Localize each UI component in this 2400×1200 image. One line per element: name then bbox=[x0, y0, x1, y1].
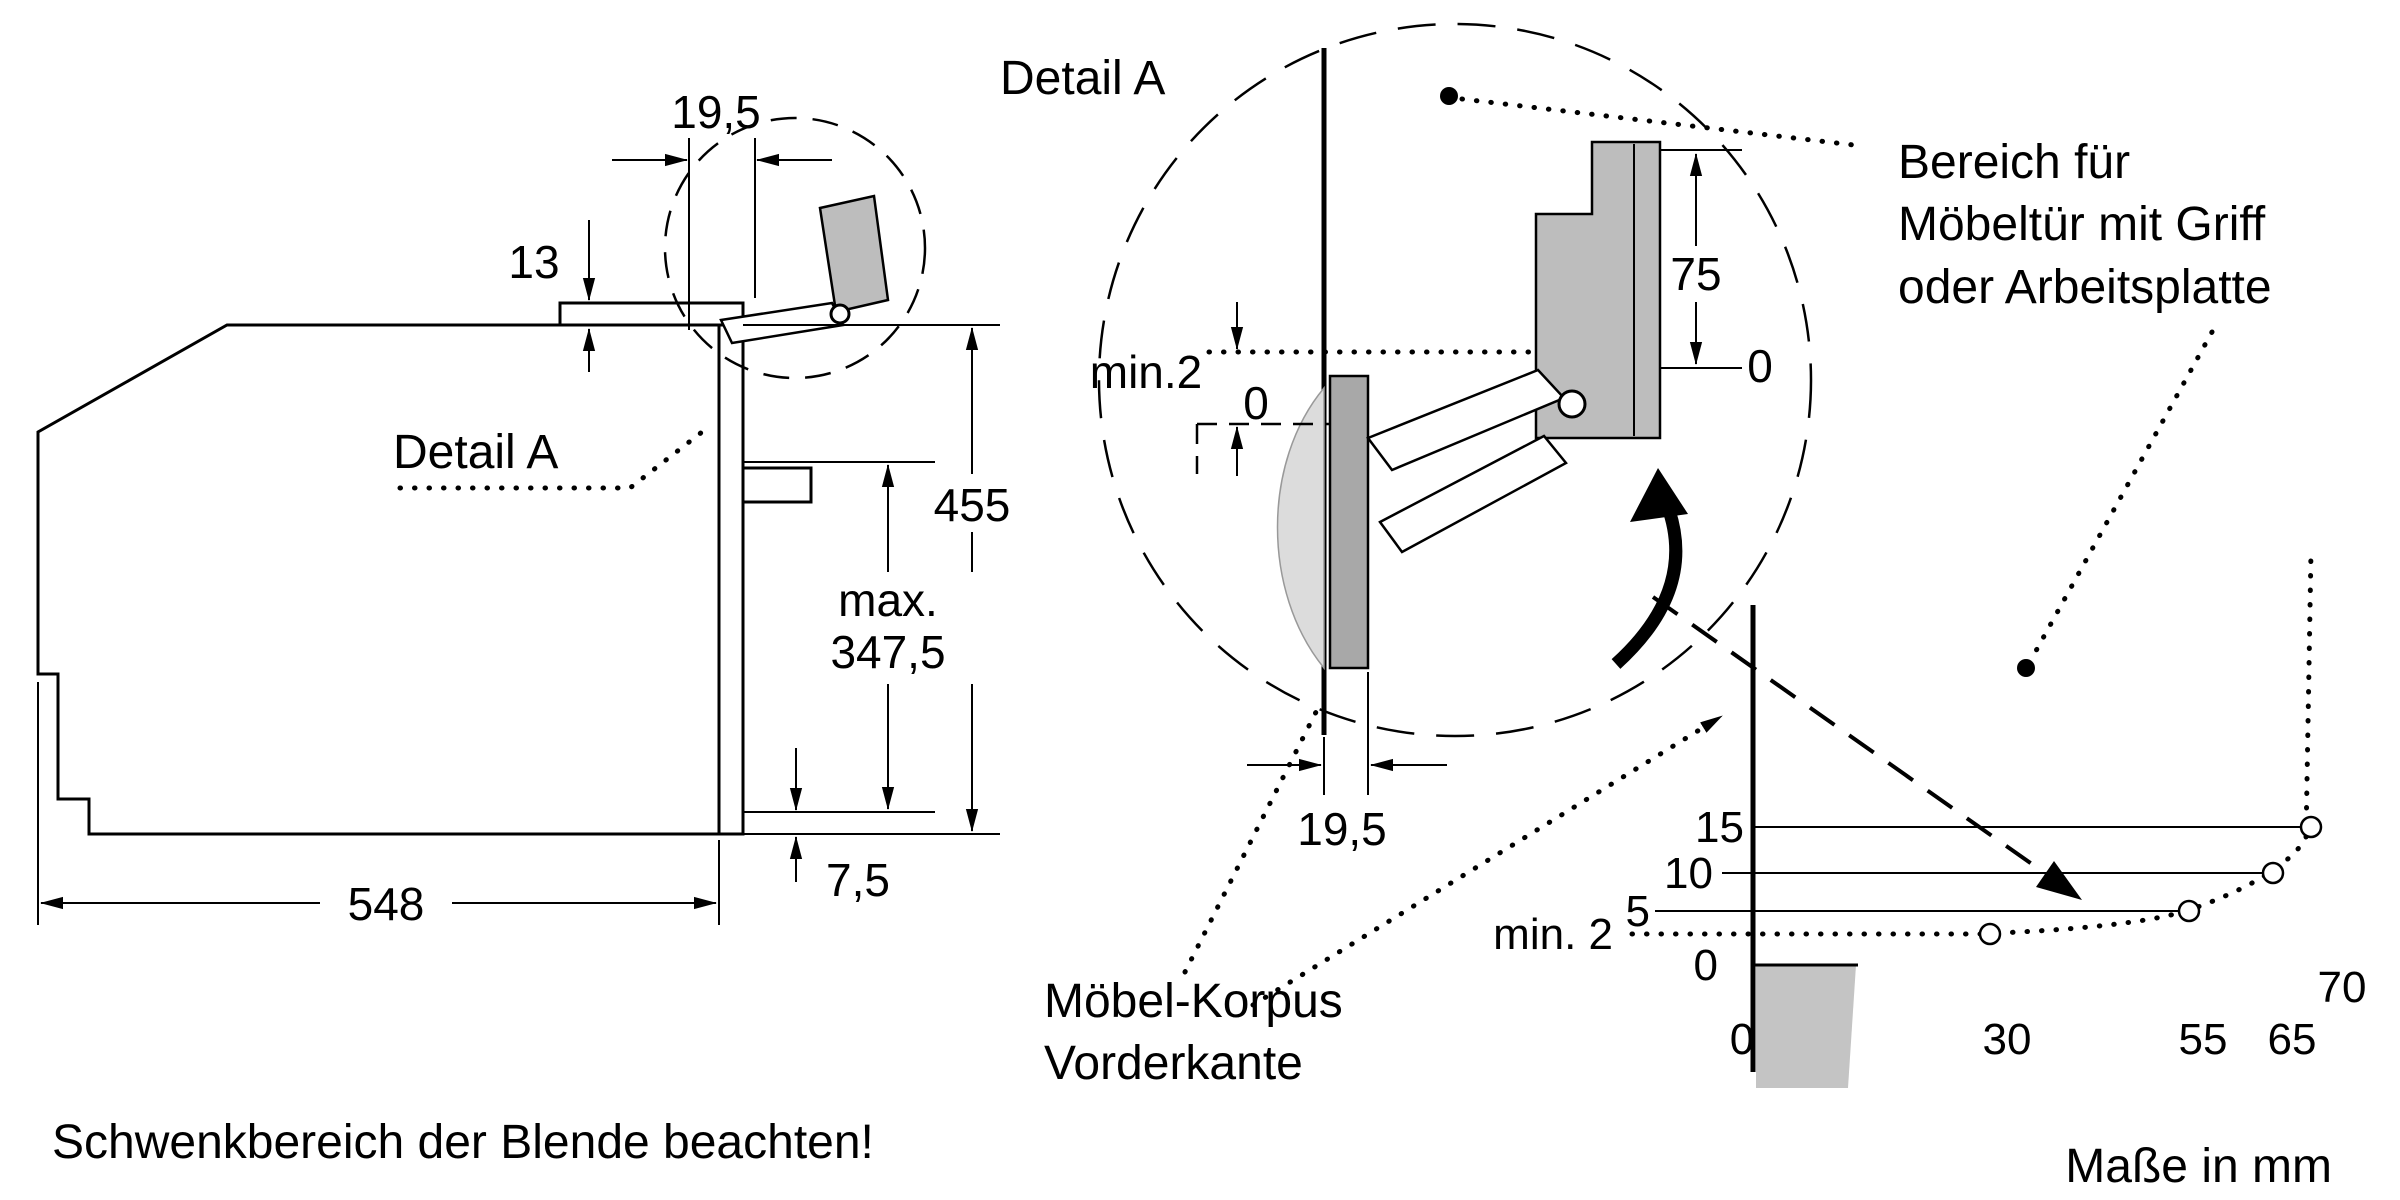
dim-7-5-label: 7,5 bbox=[826, 854, 890, 906]
units-note: Maße in mm bbox=[2065, 1140, 2332, 1193]
dim-75: 75 0 bbox=[1660, 149, 1773, 392]
fascia-closed-panel bbox=[1328, 374, 1370, 670]
detail-a-title: Detail A bbox=[1000, 52, 1165, 105]
hinge-pivot-large bbox=[1557, 389, 1587, 419]
dim-min2-label: min.2 bbox=[1090, 346, 1202, 398]
chart-y-label-15: 15 bbox=[1695, 803, 1744, 852]
label-backing bbox=[1662, 246, 1730, 302]
dim-548: 548 bbox=[37, 682, 720, 932]
dim-7-5: 7,5 bbox=[789, 748, 890, 906]
warning-note: Schwenkbereich der Blende beachten! bbox=[52, 1116, 874, 1169]
detail-a-circle-small bbox=[663, 116, 927, 380]
dim-13: 13 bbox=[508, 220, 596, 372]
detail-a-view: Detail A min.2 0 bbox=[1000, 22, 2082, 900]
dim-19-5-detail-label: 19,5 bbox=[1297, 803, 1387, 855]
dim-455-label: 455 bbox=[934, 479, 1011, 531]
detail-a-ref-label: Detail A bbox=[393, 426, 558, 479]
chart-x-label-55: 55 bbox=[2179, 1015, 2228, 1064]
area-note-line3: oder Arbeitsplatte bbox=[1898, 261, 2272, 314]
fascia-open-panel bbox=[1534, 140, 1662, 440]
dim-min2: min.2 0 bbox=[1090, 302, 1537, 476]
dim-19-5-top: 19,5 bbox=[612, 86, 832, 330]
chart-x-label-65: 65 bbox=[2268, 1015, 2317, 1064]
label-backing bbox=[320, 874, 452, 932]
limit-curve-dotted bbox=[1995, 548, 2314, 936]
callouts: Bereich für Möbeltür mit Griff oder Arbe… bbox=[1044, 87, 2272, 1090]
dim-19-5-detail: 19,5 bbox=[1247, 672, 1447, 855]
label-backing bbox=[800, 572, 978, 684]
dim-548-label: 548 bbox=[348, 878, 425, 930]
curve-point-55 bbox=[2177, 899, 2201, 923]
hinge-arm-lower bbox=[1378, 434, 1568, 554]
zero-front-label: 0 bbox=[1243, 377, 1269, 429]
control-fascia-lip bbox=[558, 301, 745, 327]
swing-arrow bbox=[1611, 499, 1683, 669]
dim-19-5-top-label: 19,5 bbox=[671, 86, 761, 138]
leader-dot bbox=[1440, 87, 1458, 105]
furniture-board bbox=[1756, 965, 1856, 1088]
swung-fascia-small bbox=[818, 194, 890, 314]
dim-347-5: max. 347,5 bbox=[743, 461, 978, 813]
label-backing bbox=[922, 474, 1022, 532]
oven-body-outline bbox=[36, 323, 721, 836]
korpus-leader-right bbox=[1250, 713, 1725, 1008]
curve-point-65 bbox=[2261, 861, 2285, 885]
dim-13-label: 13 bbox=[508, 236, 559, 288]
oven-side-view: 19,5 13 Detail A 455 max. 347,5 bbox=[36, 86, 1022, 932]
dim-75-label: 75 bbox=[1670, 248, 1721, 300]
chart-x-label-30: 30 bbox=[1983, 1015, 2032, 1064]
hinge-bracket bbox=[741, 466, 813, 504]
area-note-line1: Bereich für bbox=[1898, 136, 2130, 189]
korpus-leader-left bbox=[1182, 709, 1319, 975]
area-leader-bottom bbox=[2029, 329, 2215, 661]
korpus-note-line1: Möbel-Korpus bbox=[1044, 975, 1343, 1028]
detail-a-ref-leader bbox=[397, 429, 705, 491]
dim-max-label: max. bbox=[838, 574, 938, 626]
fascia-swing-area bbox=[1276, 385, 1325, 671]
chart-y-label-0: 0 bbox=[1694, 941, 1718, 990]
curve-point-30 bbox=[1978, 922, 2002, 946]
swing-arrow-head bbox=[1630, 468, 1688, 522]
chart-x-label-70: 70 bbox=[2318, 963, 2367, 1012]
chart-y-label-10: 10 bbox=[1664, 849, 1713, 898]
chart-pointer-arrow-head bbox=[2036, 861, 2082, 900]
chart-x-label-0: 0 bbox=[1730, 1015, 1754, 1064]
zero-top-label: 0 bbox=[1747, 340, 1773, 392]
clearance-chart: 15 10 5 min. 2 0 0 30 55 65 70 bbox=[1493, 548, 2367, 1088]
korpus-note-line2: Vorderkante bbox=[1044, 1037, 1303, 1090]
oven-door-panel bbox=[717, 323, 745, 836]
chart-y-label-5: 5 bbox=[1626, 887, 1650, 936]
hinge-pivot-small bbox=[829, 303, 851, 325]
detail-a-circle-large bbox=[1097, 22, 1813, 738]
area-leader-top bbox=[1459, 96, 1865, 149]
area-note-line2: Möbeltür mit Griff bbox=[1898, 198, 2266, 251]
leader-dot bbox=[2017, 659, 2035, 677]
curve-point-70 bbox=[2299, 815, 2323, 839]
dim-347-5-label: 347,5 bbox=[830, 626, 945, 678]
chart-y-label-min2: min. 2 bbox=[1493, 910, 1613, 959]
dim-455: 455 bbox=[743, 324, 1022, 835]
